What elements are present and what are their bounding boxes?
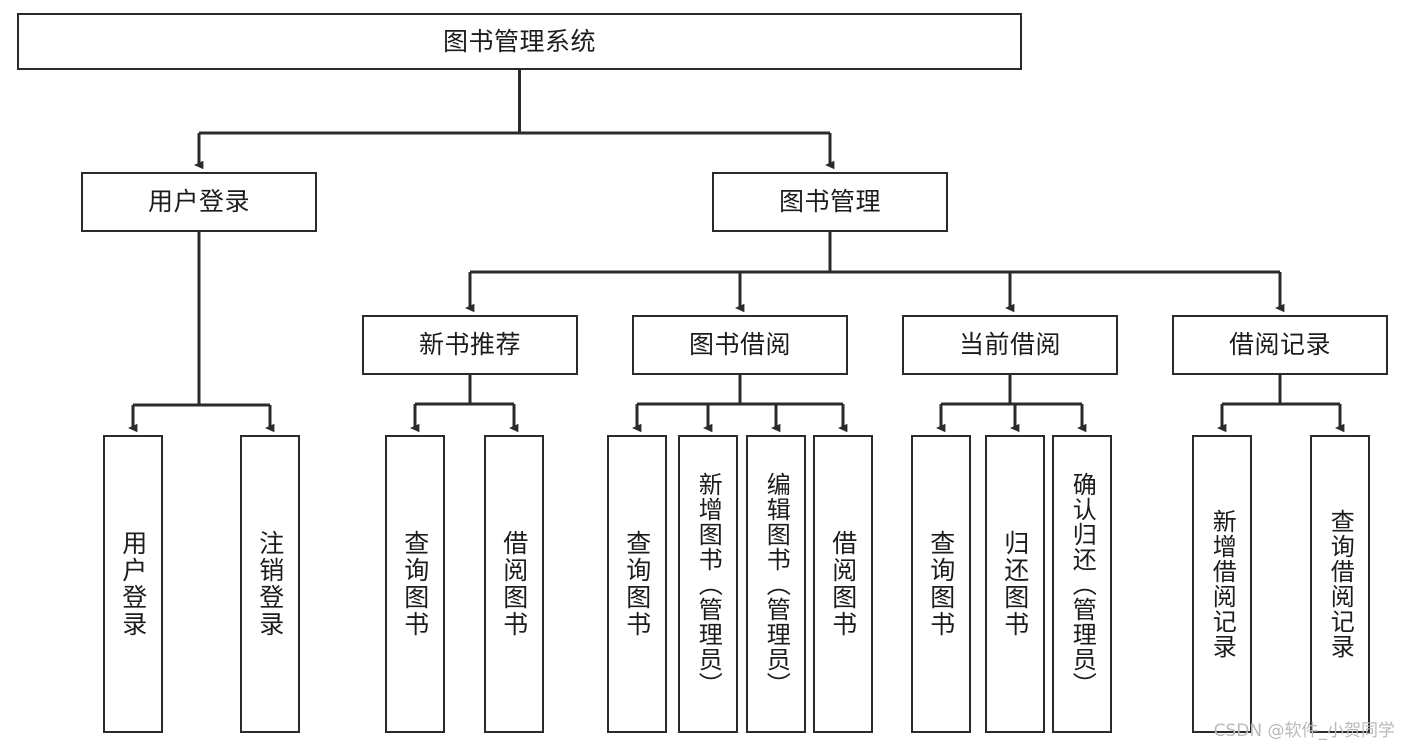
leaf-borrow-book-new[interactable]: 借阅图书	[484, 435, 544, 733]
node-user-login[interactable]: 用户登录	[81, 172, 317, 232]
leaf-add-book-admin[interactable]: 新增图书（管理员）	[678, 435, 738, 733]
leaf-edit-book-admin[interactable]: 编辑图书（管理员）	[746, 435, 806, 733]
leaf-add-book-admin-label: 新增图书（管理员）	[694, 471, 723, 697]
node-book-management[interactable]: 图书管理	[712, 172, 948, 232]
leaf-logout-label: 注销登录	[255, 530, 285, 638]
leaf-edit-book-admin-label: 编辑图书（管理员）	[762, 471, 791, 697]
leaf-add-borrow-record[interactable]: 新增借阅记录	[1192, 435, 1252, 733]
node-borrow-record-label: 借阅记录	[1228, 330, 1331, 360]
node-new-book-recommendation[interactable]: 新书推荐	[362, 315, 578, 375]
node-root[interactable]: 图书管理系统	[17, 13, 1022, 70]
node-borrow-record[interactable]: 借阅记录	[1172, 315, 1388, 375]
node-current-borrow-label: 当前借阅	[958, 330, 1061, 360]
leaf-user-login[interactable]: 用户登录	[103, 435, 163, 733]
leaf-confirm-return-admin[interactable]: 确认归还（管理员）	[1052, 435, 1112, 733]
leaf-query-book-borrow[interactable]: 查询图书	[607, 435, 667, 733]
leaf-return-book[interactable]: 归还图书	[985, 435, 1045, 733]
node-root-label: 图书管理系统	[442, 26, 596, 56]
node-new-book-recommendation-label: 新书推荐	[418, 330, 521, 360]
leaf-query-book-new-label: 查询图书	[400, 530, 430, 638]
node-book-borrow[interactable]: 图书借阅	[632, 315, 848, 375]
leaf-query-book-new[interactable]: 查询图书	[385, 435, 445, 733]
leaf-query-book-current[interactable]: 查询图书	[911, 435, 971, 733]
node-user-login-label: 用户登录	[147, 187, 250, 217]
node-book-borrow-label: 图书借阅	[688, 330, 791, 360]
leaf-query-borrow-record-label: 查询借阅记录	[1326, 509, 1355, 659]
leaf-return-book-label: 归还图书	[1000, 530, 1030, 638]
node-book-management-label: 图书管理	[778, 187, 881, 217]
leaf-user-login-label: 用户登录	[118, 530, 148, 638]
leaf-confirm-return-admin-label: 确认归还（管理员）	[1068, 471, 1097, 697]
leaf-query-book-borrow-label: 查询图书	[622, 530, 652, 638]
watermark: CSDN @软件_小贺同学	[1213, 721, 1395, 741]
leaf-borrow-book[interactable]: 借阅图书	[813, 435, 873, 733]
leaf-logout[interactable]: 注销登录	[240, 435, 300, 733]
leaf-borrow-book-new-label: 借阅图书	[499, 530, 529, 638]
node-current-borrow[interactable]: 当前借阅	[902, 315, 1118, 375]
leaf-add-borrow-record-label: 新增借阅记录	[1208, 509, 1237, 659]
leaf-query-borrow-record[interactable]: 查询借阅记录	[1310, 435, 1370, 733]
leaf-query-book-current-label: 查询图书	[926, 530, 956, 638]
leaf-borrow-book-label: 借阅图书	[828, 530, 858, 638]
